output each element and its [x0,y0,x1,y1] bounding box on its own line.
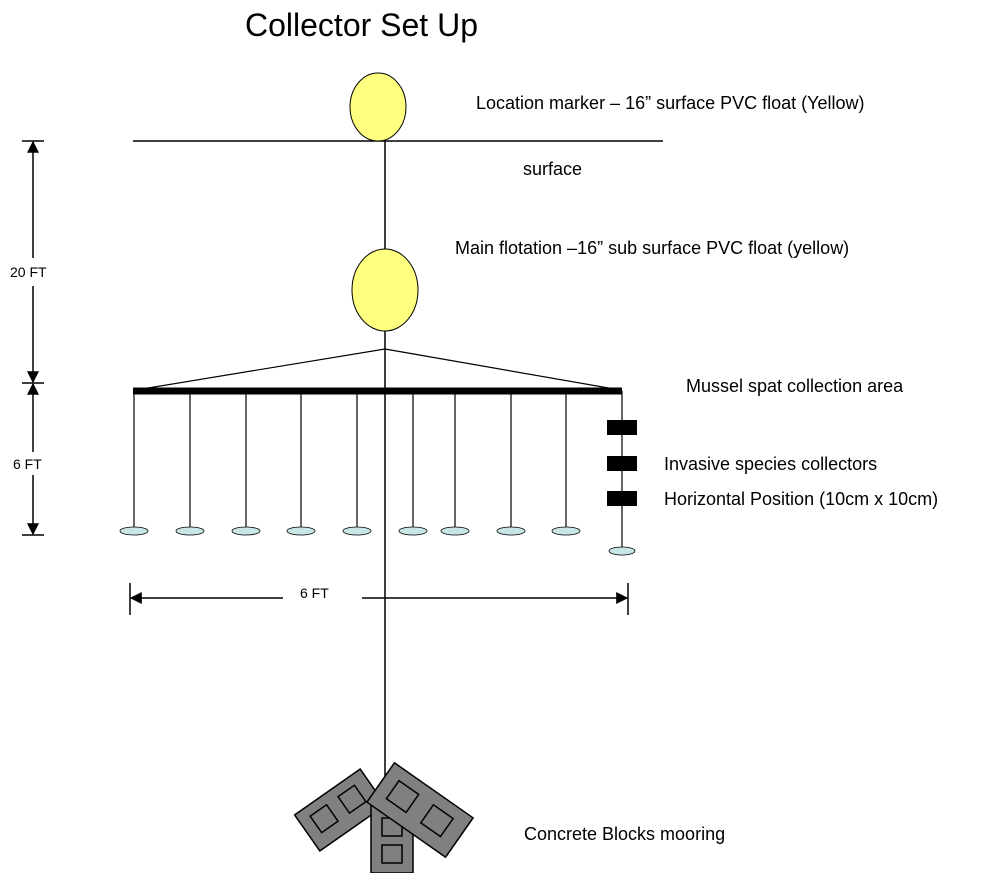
surface-label: surface [523,159,583,179]
location-marker-float [349,72,407,142]
concrete-block-left [293,767,387,853]
collector-disc [496,526,526,536]
collector-disc [342,526,372,536]
array-width-label: 6 FT [300,585,329,601]
bridle-line-right [384,348,621,391]
collector-disc [551,526,581,536]
concrete-block-right [365,761,475,859]
collector-disc [286,526,316,536]
collector-disc [231,526,261,536]
horizontal-position-label: Horizontal Position (10cm x 10cm) [664,489,939,509]
collector-disc [119,526,149,536]
invasive-collector-plate [607,456,637,471]
main-flotation-float [351,248,419,332]
diagram-title: Collector Set Up [245,7,478,43]
mussel-area-label: Mussel spat collection area [686,376,904,396]
invasive-collector-plate [607,491,637,506]
invasive-species-collector-line [607,391,637,556]
concrete-blocks-mooring [293,761,475,873]
collector-disc [608,546,636,556]
collector-disc [398,526,428,536]
collector-length-label: 6 FT [13,456,42,472]
spat-collectors [119,391,581,536]
bridle-line-left [135,348,386,391]
invasive-collector-plate [607,420,637,435]
location-marker-label: Location marker – 16” surface PVC float … [476,93,865,113]
depth-dimension-label: 20 FT [10,264,47,280]
invasive-collectors-label: Invasive species collectors [664,454,878,474]
collector-disc [440,526,470,536]
main-flotation-label: Main flotation –16” sub surface PVC floa… [455,238,850,258]
collector-disc [175,526,205,536]
mooring-label: Concrete Blocks mooring [524,824,726,844]
